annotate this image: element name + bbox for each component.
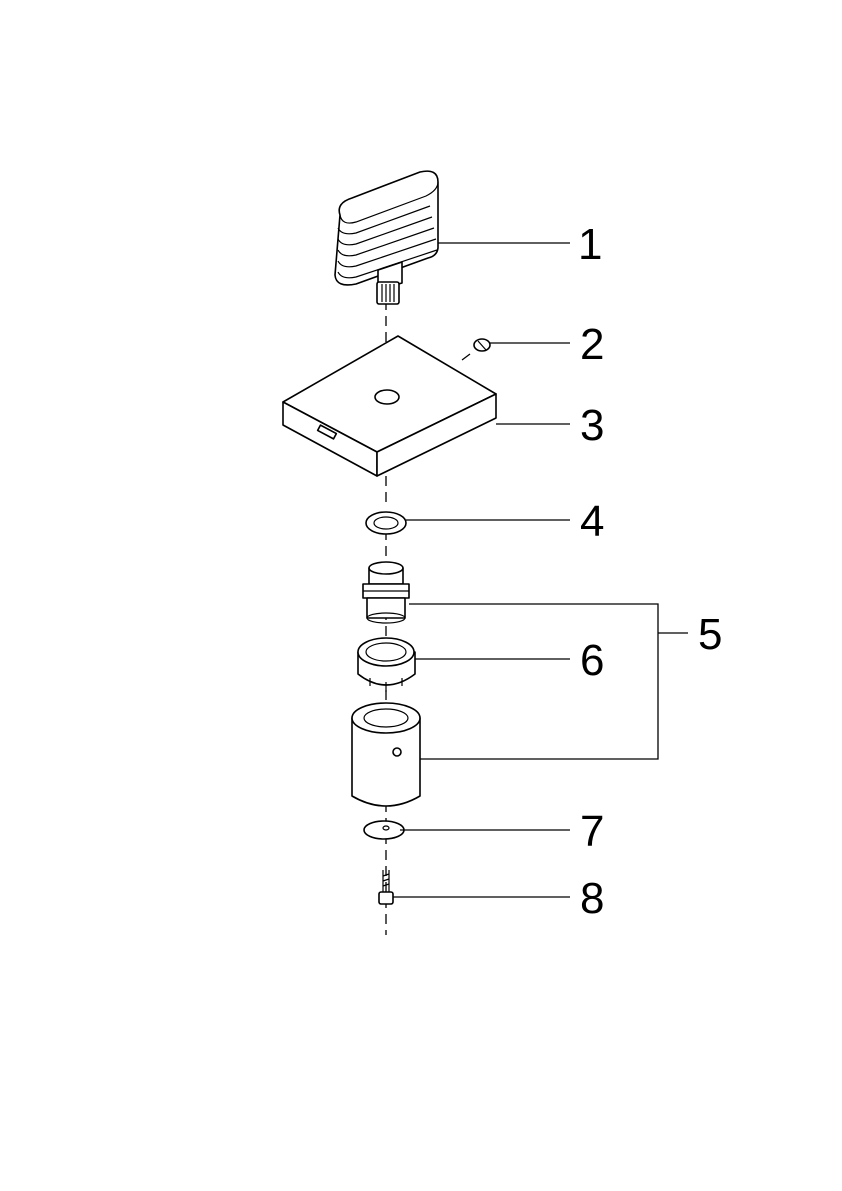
part-4-o-ring	[365, 511, 407, 535]
callout-5: 5	[698, 610, 722, 659]
part-8-fixing-screw	[378, 870, 394, 905]
part-6-threaded-nut	[357, 637, 416, 692]
callout-labels: 1 2 3 4 5 6 7 8	[578, 220, 722, 923]
callout-7: 7	[580, 807, 604, 856]
part-1-lever-handle	[334, 170, 439, 305]
callout-3: 3	[580, 401, 604, 450]
callout-6: 6	[580, 636, 604, 685]
callout-8: 8	[580, 874, 604, 923]
part-5-spindle	[362, 561, 410, 624]
callout-2: 2	[580, 320, 604, 369]
callout-4: 4	[580, 497, 604, 546]
leader-5	[409, 603, 659, 760]
part-7-washer	[363, 820, 405, 840]
part-5-sleeve	[351, 702, 421, 807]
leader-lines	[393, 242, 688, 898]
part-2-grub-screw	[461, 338, 491, 361]
part-3-rosette-plate	[282, 335, 497, 477]
callout-1: 1	[578, 220, 602, 269]
